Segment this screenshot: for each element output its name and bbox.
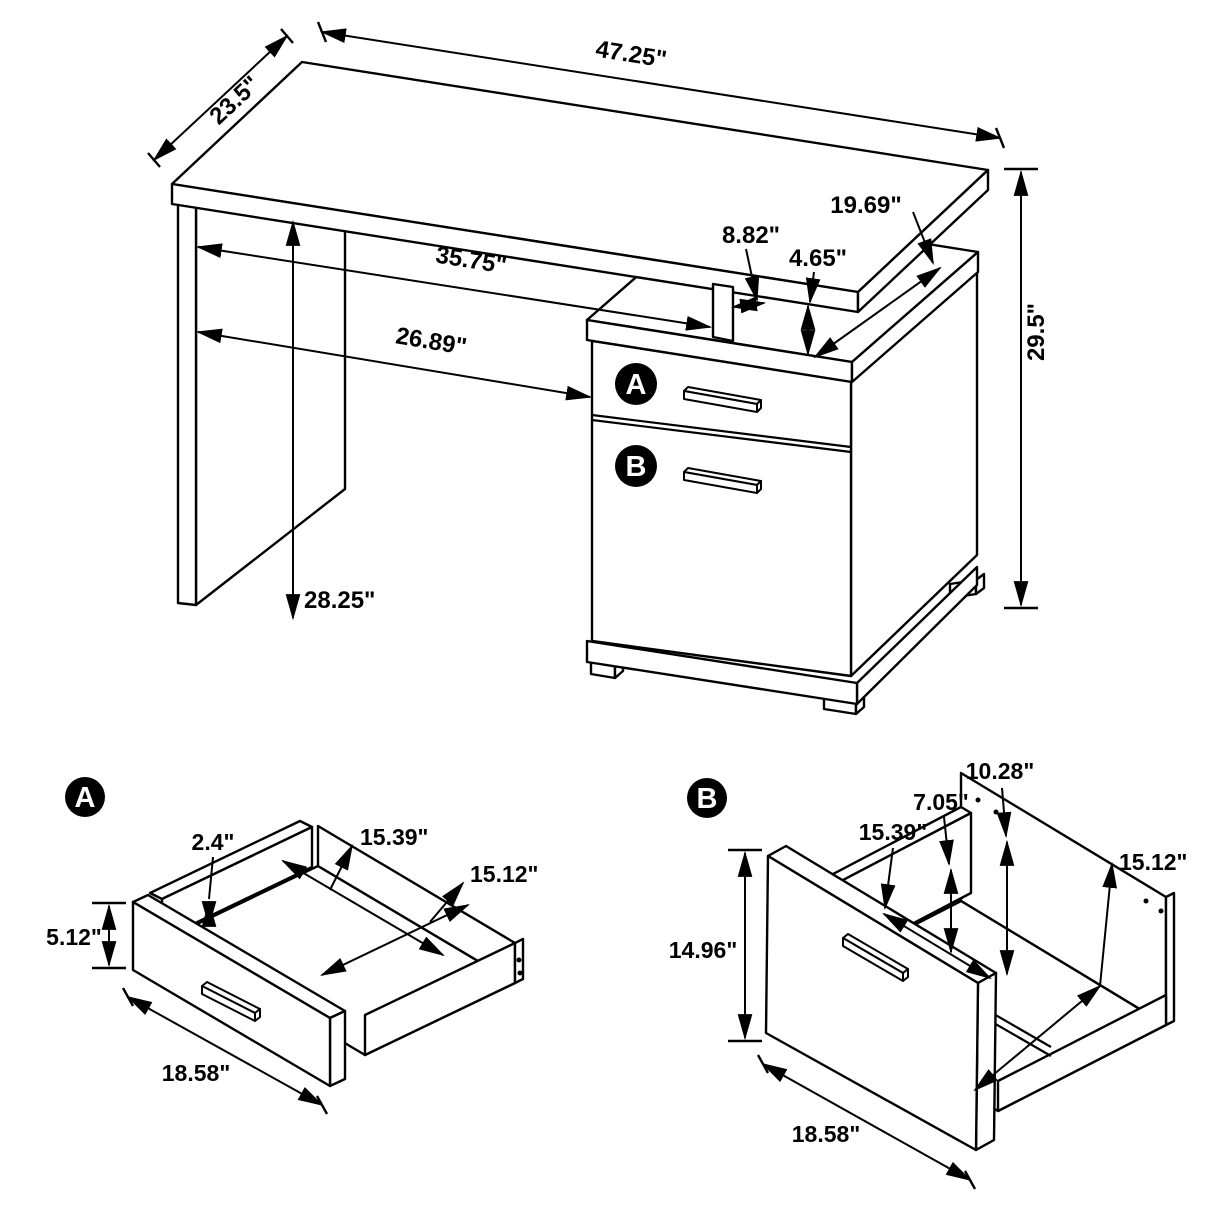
drawer-a-badge: A	[65, 777, 105, 817]
dim-a-inner-depth: 15.12"	[320, 861, 538, 976]
drawer-a-handle	[683, 386, 762, 413]
dim-connector-width-label: 8.82"	[722, 222, 780, 249]
dim-b-back-height-label: 10.28"	[966, 758, 1034, 784]
main-assembly-view: A B 23.5" 47.25" 35.75" 26.89"	[147, 21, 1050, 716]
dim-b-side-height: 7.05"	[913, 789, 969, 955]
badge-a-letter: A	[626, 369, 647, 401]
dim-b-inner-width-label: 15.39"	[859, 819, 927, 845]
dim-pedestal-top-depth: 19.69"	[813, 192, 942, 359]
dim-a-inner-depth-label: 15.12"	[470, 861, 538, 887]
dim-a-front-width-label: 18.58"	[162, 1060, 230, 1086]
dim-connector-width: 8.82"	[722, 222, 780, 314]
dim-b-inner-depth: 15.12"	[973, 849, 1187, 1092]
drawer-b-detail-view: B	[669, 758, 1187, 1190]
dim-top-width-label: 47.25"	[594, 36, 669, 74]
dim-b-side-height-label: 7.05"	[913, 789, 969, 815]
drawer-b-badge-letter: B	[697, 783, 718, 815]
desk-left-panel	[176, 201, 347, 607]
dim-overall-height-label: 29.5"	[1023, 303, 1050, 361]
badge-drawer-a: A	[615, 363, 657, 405]
dim-overall-height: 29.5"	[1004, 167, 1050, 610]
badge-drawer-b: B	[615, 445, 657, 487]
door-b-handle	[683, 467, 762, 494]
dim-a-lip-height-label: 2.4"	[192, 829, 235, 855]
dim-a-front-height: 5.12"	[46, 901, 126, 970]
dim-a-inner-width-label: 15.39"	[360, 824, 428, 850]
dim-knee-clearance-label: 26.89"	[394, 322, 469, 360]
dim-b-front-height-label: 14.96"	[669, 937, 737, 963]
desktop-connector-block	[711, 282, 735, 343]
dim-b-front-width-label: 18.58"	[792, 1121, 860, 1147]
dim-top-gap-label: 4.65"	[789, 245, 847, 272]
dim-panel-height: 28.25"	[285, 219, 375, 621]
dim-a-lip-height: 2.4"	[192, 829, 235, 928]
pedestal-plinth	[585, 565, 979, 706]
dim-b-front-width: 18.58"	[756, 1054, 977, 1190]
badge-b-letter: B	[626, 451, 647, 483]
dim-b-inner-depth-label: 15.12"	[1119, 849, 1187, 875]
dim-b-inner-width: 15.39"	[859, 819, 992, 980]
dim-a-front-height-label: 5.12"	[46, 924, 102, 950]
dim-panel-height-label: 28.25"	[304, 587, 375, 614]
drawer-a-badge-letter: A	[75, 782, 96, 814]
drawer-b-badge: B	[687, 778, 727, 818]
pedestal-box	[590, 269, 979, 678]
dim-pedestal-top-depth-label: 19.69"	[830, 192, 901, 219]
dim-b-back-height: 10.28"	[966, 758, 1034, 977]
dim-top-gap: 4.65"	[789, 245, 847, 357]
drawer-a-detail-view: A 5.1	[46, 777, 538, 1115]
dim-a-front-width: 18.58"	[121, 987, 329, 1115]
dim-b-front-height: 14.96"	[669, 848, 762, 1043]
